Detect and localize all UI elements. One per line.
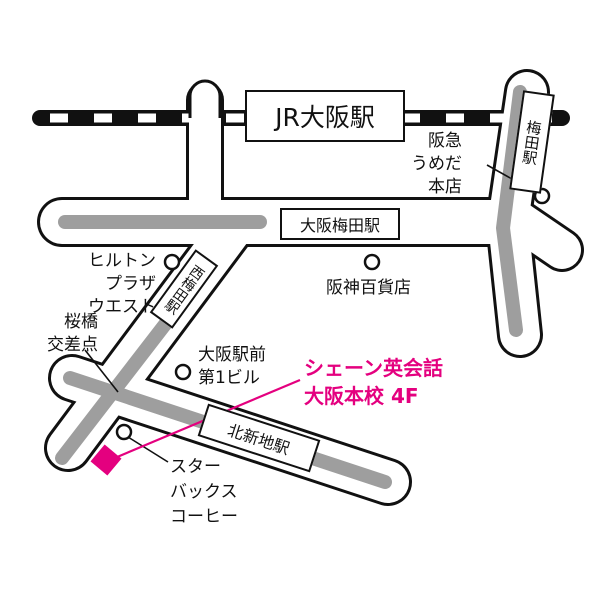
label-line: ウエスト bbox=[88, 297, 156, 317]
destination-marker bbox=[90, 444, 122, 476]
label-line: 阪急 bbox=[428, 131, 462, 151]
label-line: 大阪駅前 bbox=[198, 345, 266, 365]
label-line: 第1ビル bbox=[198, 368, 260, 388]
label-line: コーヒー bbox=[170, 507, 238, 527]
station-osaka-umeda: 大阪梅田駅 bbox=[280, 208, 400, 240]
label-line: 本店 bbox=[428, 177, 462, 197]
label-line: ヒルトン bbox=[88, 251, 156, 271]
station-jr-osaka: JR大阪駅 bbox=[245, 90, 405, 142]
station-label: JR大阪駅 bbox=[275, 103, 375, 132]
station-label: 梅田駅 bbox=[519, 118, 544, 166]
destination-label: シェーン英会話 大阪本校 4F bbox=[304, 354, 443, 410]
hanshin-marker bbox=[363, 253, 381, 271]
label-line: 桜橋 bbox=[64, 312, 98, 332]
destination-name: シェーン英会話 bbox=[304, 356, 443, 380]
label-starbucks: スター バックス コーヒー bbox=[170, 455, 238, 530]
hilton-marker bbox=[163, 253, 181, 271]
label-ekimae: 大阪駅前 第1ビル bbox=[198, 344, 266, 390]
label-line: スター bbox=[170, 457, 221, 477]
overpass-arch bbox=[188, 79, 222, 118]
label-hankyu: 阪急 うめだ 本店 bbox=[411, 130, 462, 199]
label-line: うめだ bbox=[411, 154, 462, 174]
destination-floor: 大阪本校 4F bbox=[304, 384, 419, 408]
label-sakurabashi: 桜橋 交差点 bbox=[47, 311, 98, 357]
label-hilton: ヒルトン プラザ ウエスト bbox=[88, 250, 156, 319]
label-hanshin: 阪神百貨店 bbox=[326, 278, 411, 298]
starbucks-marker bbox=[115, 423, 133, 441]
label-line: プラザ bbox=[105, 274, 156, 294]
ekimae-marker bbox=[174, 363, 192, 381]
label-line: バックス bbox=[170, 482, 238, 502]
label-line: 交差点 bbox=[47, 335, 98, 355]
subway-line-hankyu bbox=[496, 85, 527, 337]
station-label: 大阪梅田駅 bbox=[299, 216, 380, 235]
